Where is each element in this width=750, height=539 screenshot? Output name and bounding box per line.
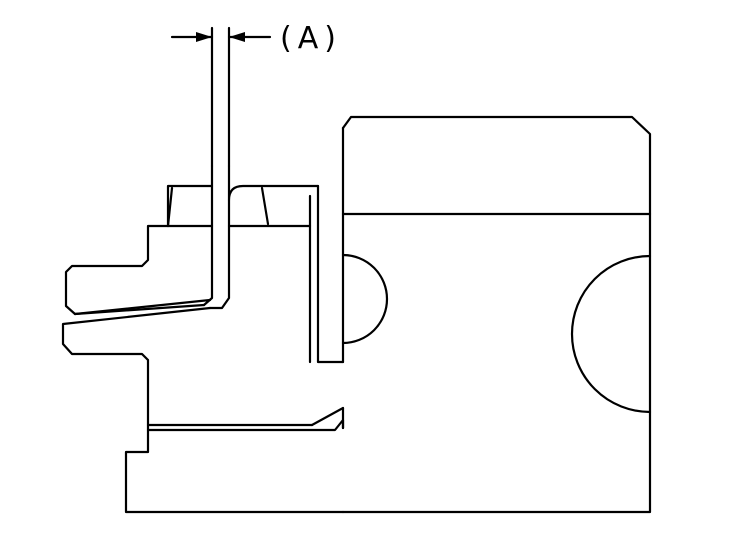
right-semicircle-bore — [570, 254, 652, 414]
slot-right-wall — [227, 164, 320, 202]
right-block-outline — [341, 115, 652, 514]
dimension-arrow-left — [196, 32, 212, 42]
left-stepped-profile — [61, 306, 212, 432]
bottom-chamfer — [310, 406, 345, 427]
left-upper-step — [64, 184, 214, 316]
left-semicircle-bore — [341, 253, 389, 345]
slot-right-wall-lower — [208, 198, 231, 310]
dimension-label: (A) — [280, 21, 342, 56]
left-block-bevel — [166, 186, 174, 228]
bottom-body-outline — [124, 418, 345, 514]
upper-right-profile — [316, 184, 345, 364]
dimension-arrow-right — [229, 32, 245, 42]
blade-taper-line — [73, 303, 206, 316]
upper-bevel-line — [260, 186, 270, 226]
slot-left-wall — [202, 164, 214, 307]
